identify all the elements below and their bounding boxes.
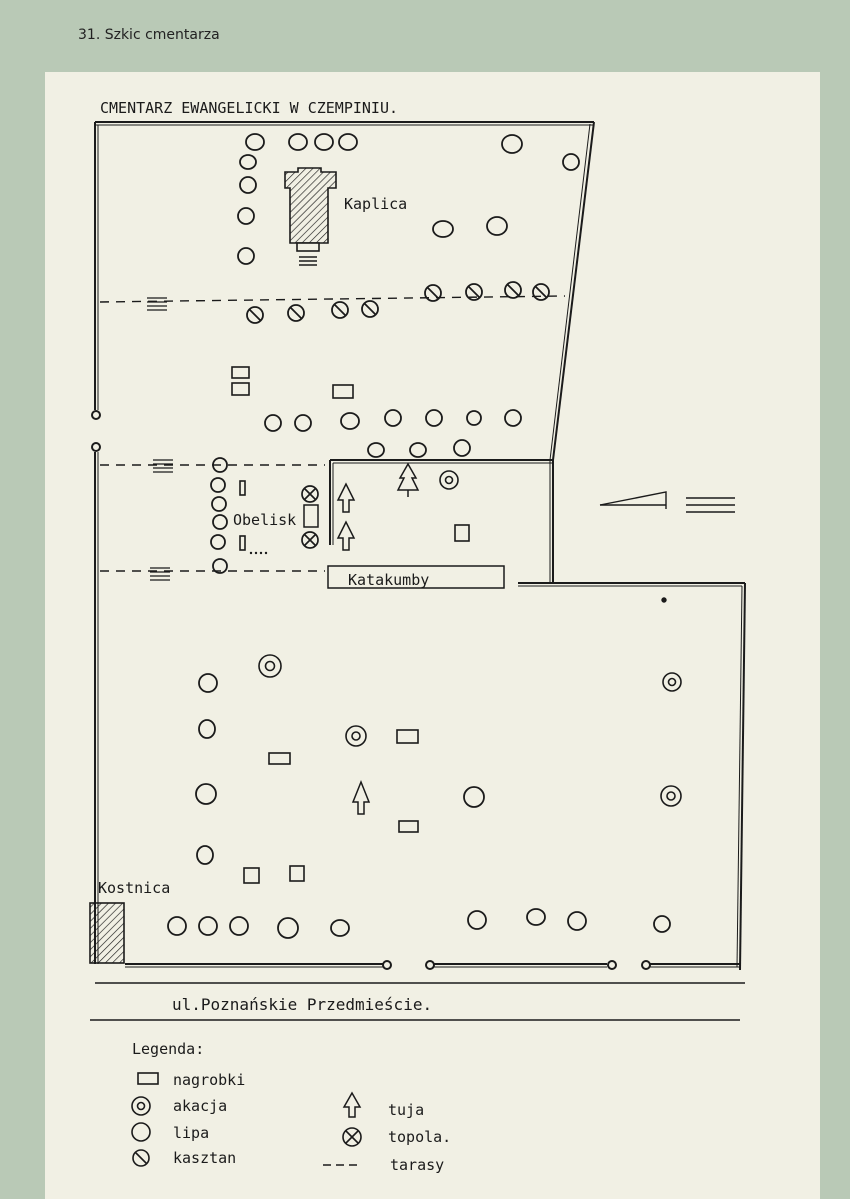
poplar-trees xyxy=(301,485,319,549)
street-label: ul.Poznańskie Przedmieście. xyxy=(172,995,432,1014)
legend-label-gravestone: nagrobki xyxy=(173,1071,245,1089)
legend-item-linden: lipa xyxy=(131,1122,209,1142)
map-title: CMENTARZ EWANGELICKI W CZEMPINIU. xyxy=(100,99,398,117)
linden-icon xyxy=(131,1122,151,1142)
legend-label-poplar: topola. xyxy=(388,1128,451,1146)
legend-label-acacia: akacja xyxy=(173,1097,227,1115)
boundary-walls xyxy=(91,121,746,971)
catacombs xyxy=(327,565,505,589)
poplar-icon xyxy=(342,1127,362,1147)
terrace-steps xyxy=(147,297,173,581)
legend-label-chestnut: kasztan xyxy=(173,1149,236,1167)
obelisk xyxy=(303,504,319,528)
chapel-label: Kaplica xyxy=(344,195,407,213)
obelisk-label: Obelisk xyxy=(233,511,296,529)
ossuary-label: Kostnica xyxy=(98,879,170,897)
legend-label-terraces: tarasy xyxy=(390,1156,444,1174)
chestnut-trees xyxy=(246,281,550,324)
thuja-trees xyxy=(336,462,420,815)
chestnut-icon xyxy=(132,1149,150,1167)
gravestone-icon xyxy=(137,1072,159,1085)
chapel xyxy=(284,167,337,266)
legend-item-acacia: akacja xyxy=(131,1096,227,1116)
legend-label-linden: lipa xyxy=(173,1124,209,1142)
catacombs-label: Katakumby xyxy=(348,571,429,589)
legend-item-poplar: topola. xyxy=(342,1127,451,1147)
legend-item-gravestone: nagrobki xyxy=(137,1071,245,1089)
obelisk-dots xyxy=(249,551,268,555)
street-lines xyxy=(90,982,745,1021)
gravestones xyxy=(231,366,470,884)
legend-item-terraces: tarasy xyxy=(323,1156,444,1174)
legend-item-chestnut: kasztan xyxy=(132,1149,236,1167)
legend-label-thuja: tuja xyxy=(388,1101,424,1119)
thuja-icon xyxy=(342,1091,362,1118)
north-arrow xyxy=(599,491,735,603)
paper-sheet xyxy=(45,72,820,1199)
legend-item-thuja: tuja xyxy=(342,1091,424,1119)
acacia-icon xyxy=(131,1096,151,1116)
legend-heading: Legenda: xyxy=(132,1040,204,1058)
acacia-trees xyxy=(258,470,682,807)
ossuary xyxy=(89,902,125,964)
figure-caption: 31. Szkic cmentarza xyxy=(78,27,220,43)
linden-trees xyxy=(167,133,671,939)
